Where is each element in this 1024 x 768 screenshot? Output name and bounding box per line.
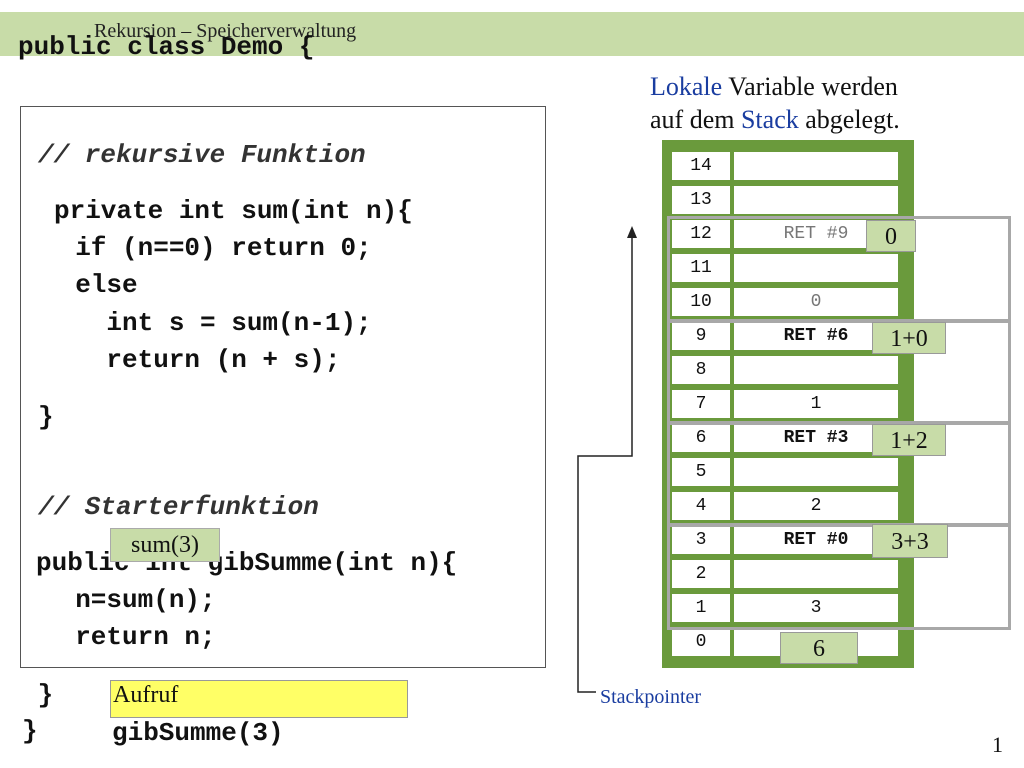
stack-index-cell: 5: [672, 458, 730, 486]
stack-index-cell: 13: [672, 186, 730, 214]
comment-starter: // Starterfunktion: [38, 492, 319, 522]
stack-index-cell: 11: [672, 254, 730, 282]
stack-index-cell: 4: [672, 492, 730, 520]
stack-value-cell: [734, 560, 898, 588]
stack-value-cell: 1: [734, 390, 898, 418]
stack-index-cell: 10: [672, 288, 730, 316]
stack-index-cell: 2: [672, 560, 730, 588]
comment-recursive: // rekursive Funktion: [38, 140, 366, 170]
stack-value-cell: 3: [734, 594, 898, 622]
stack-value-cell: RET #0: [734, 526, 898, 554]
stack-frame-4: [667, 524, 1011, 630]
code-line-3: else: [44, 270, 138, 300]
aufruf-box: [110, 680, 408, 718]
header-bar: [0, 12, 1024, 56]
result-label-3: 3+3: [872, 524, 948, 558]
class-declaration: public class Demo {: [18, 32, 315, 62]
aufruf-label: Aufruf: [113, 682, 179, 708]
stack-value-cell: [734, 186, 898, 214]
stack-index-cell: 9: [672, 322, 730, 350]
stack-index-cell: 6: [672, 424, 730, 452]
code-gib-body-1: n=sum(n);: [44, 585, 216, 615]
code-close-1: }: [38, 402, 54, 432]
stack-index-cell: 7: [672, 390, 730, 418]
stackpointer-label: Stackpointer: [600, 686, 702, 708]
result-label-9: 1+0: [872, 322, 946, 354]
note-word-stack: Stack: [740, 105, 799, 134]
result-label-6: 1+2: [872, 424, 946, 456]
note-word-abgelegt: abgelegt.: [798, 105, 900, 134]
code-gib-line: public int gibSumme(int n){: [36, 548, 458, 578]
stack-value-cell: [734, 254, 898, 282]
page-number: 1: [992, 732, 1003, 757]
stack-index-cell: 1: [672, 594, 730, 622]
stack-index-cell: 8: [672, 356, 730, 384]
note-word-variable: Variable werden: [722, 72, 898, 101]
stack-index-cell: 0: [672, 628, 730, 656]
stack-note: Lokale Variable werden auf dem Stack abg…: [650, 70, 900, 136]
stack-value-cell: 2: [734, 492, 898, 520]
code-line-1: private int sum(int n){: [54, 196, 413, 226]
stackpointer-arrow: [577, 226, 637, 693]
result-label-12: 0: [866, 220, 916, 252]
note-word-auf: auf dem: [650, 105, 741, 134]
stack-frame-3: [667, 422, 1011, 526]
code-line-4: int s = sum(n-1);: [44, 308, 372, 338]
code-box: [20, 106, 546, 668]
stack-frame-1: [667, 216, 1011, 322]
stack-index-cell: 14: [672, 152, 730, 180]
note-word-lokale: Lokale: [650, 72, 723, 101]
stack-value-cell: [734, 458, 898, 486]
stack-index-cell: 12: [672, 220, 730, 248]
stack-value-cell: [734, 152, 898, 180]
stack-value-cell: 0: [734, 288, 898, 316]
slide-title: Rekursion – Speicherverwaltung: [94, 20, 357, 42]
stack-index-cell: 3: [672, 526, 730, 554]
sum-call-label: sum(3): [110, 528, 220, 562]
code-close-2: }: [22, 680, 54, 710]
code-close-3: }: [22, 716, 38, 746]
stack-value-cell: RET #3: [734, 424, 898, 452]
code-line-2: if (n==0) return 0;: [44, 233, 372, 263]
code-gib-body-2: return n;: [44, 622, 216, 652]
aufruf-call: gibSumme(3): [112, 718, 284, 748]
stack-value-cell: RET #6: [734, 322, 898, 350]
stack-frame-2: [667, 320, 1011, 424]
result-final: 6: [780, 632, 858, 664]
code-line-5: return (n + s);: [44, 345, 341, 375]
stack-value-cell: [734, 356, 898, 384]
